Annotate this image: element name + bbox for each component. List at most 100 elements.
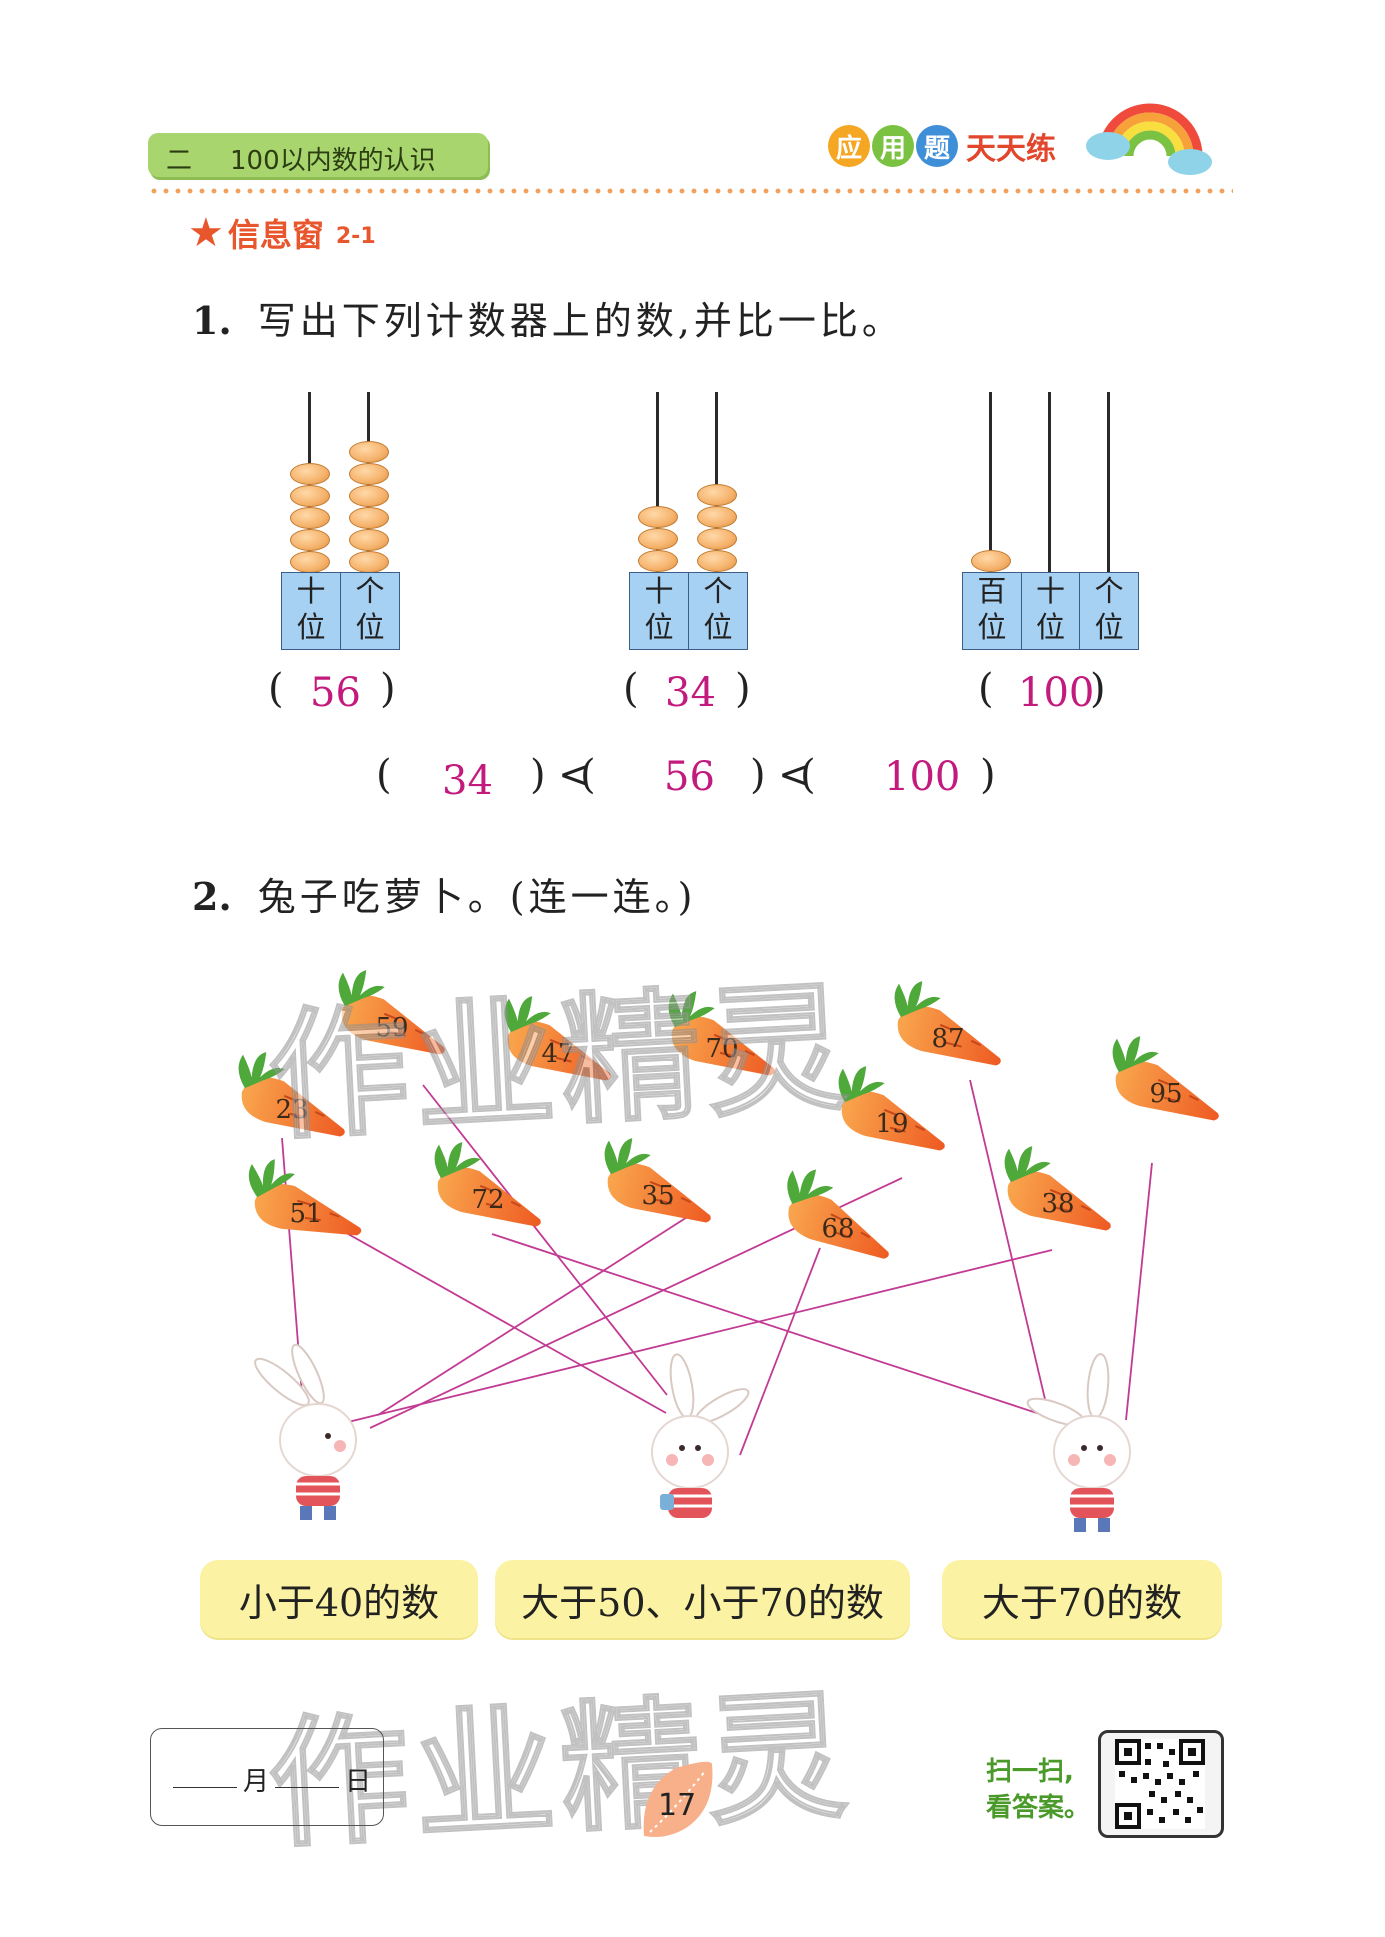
scan-hint-line2: 看答案。 [986,1793,1091,1823]
chapter-title: 100以内数的认识 [230,146,436,176]
svg-text:95: 95 [1149,1079,1182,1109]
match-line [301,1207,667,1414]
qr-code-icon [1115,1739,1205,1829]
place-label: 十位 [282,573,341,649]
star-icon: ★ [188,210,224,256]
scan-hint-line1: 扫一扫, [986,1757,1074,1787]
rabbit-icon [651,1353,750,1518]
carrot-51[interactable]: 51 [240,1154,371,1241]
carrot-95[interactable]: 95 [1099,1029,1235,1127]
month-blank[interactable] [173,1787,237,1788]
answer-value: 100 [884,754,961,800]
bead [697,528,737,550]
brand-badge: 用 [872,125,914,167]
bead-stack [290,442,330,573]
group-label-50-70: 大于50、小于70的数 [495,1560,910,1638]
group-label-lt40: 小于40的数 [200,1560,478,1638]
bead [349,441,389,463]
answer-value: 56 [664,754,715,800]
carrot-68[interactable]: 68 [771,1161,908,1265]
svg-text:35: 35 [641,1181,674,1211]
abacus-rod [715,392,718,572]
answer-value: 34 [665,670,716,716]
carrot-19[interactable]: 19 [825,1059,961,1157]
section-code: 2-1 [335,223,376,249]
question-1: 1. 写出下列计数器上的数,并比一比。 [192,290,904,345]
carrot-47[interactable]: 47 [491,989,627,1087]
chapter-number: 二 [166,146,193,176]
question-2: 2. 兔子吃萝卜。(连一连。) [192,866,696,921]
carrot-87[interactable]: 87 [881,974,1017,1072]
bead [638,550,678,572]
bead [638,528,678,550]
answer-blank: ( 56 ) [268,666,396,716]
rabbit-icon [254,1343,357,1520]
abacus: 十位 个位 [629,392,748,650]
chapter-tab: 二 100以内数的认识 [148,133,488,177]
match-line [969,1079,1049,1413]
place-label: 百位 [963,573,1022,649]
comparison-row: ( 34 ) < ( 56 ) < ( 100 ) [376,752,996,804]
qr-code-frame[interactable] [1098,1730,1224,1838]
page-number: 17 [658,1788,697,1823]
day-blank[interactable] [275,1787,339,1788]
brand-text: 天天练 [966,132,1056,167]
match-line [739,1247,821,1456]
bead-stack [971,550,1011,572]
carrot-72[interactable]: 72 [421,1135,557,1233]
watermark: 作业精灵 [264,966,858,1161]
bead [638,506,678,528]
day-label: 日 [345,1767,372,1797]
bead [290,463,330,485]
rainbow-cloud-icon [1086,103,1212,175]
less-than-sign: < [778,752,812,798]
bead [349,507,389,529]
svg-text:72: 72 [471,1185,504,1215]
answer-blank: ( 34 ) [623,666,751,716]
svg-text:59: 59 [375,1013,408,1043]
carrot-38[interactable]: 38 [991,1139,1127,1237]
scan-hint: 扫一扫, 看答案。 [986,1754,1090,1826]
question-number: 2. [192,874,232,919]
carrot-59[interactable]: 59 [325,963,461,1061]
svg-text:70: 70 [705,1034,738,1064]
carrot-35[interactable]: 35 [591,1131,727,1229]
bead [697,484,737,506]
abacus-base: 百位 十位 个位 [962,572,1139,650]
carrot-23[interactable]: 23 [225,1045,361,1143]
group-label-gt70: 大于70的数 [942,1560,1222,1638]
match-line [1125,1162,1153,1421]
svg-text:87: 87 [931,1024,964,1054]
svg-text:38: 38 [1041,1189,1074,1219]
section-heading: ★ 信息窗 2-1 [188,210,376,256]
abacus-base: 十位 个位 [629,572,748,650]
abacus-base: 十位 个位 [281,572,400,650]
svg-text:19: 19 [875,1109,908,1139]
abacus-rod [1048,392,1051,572]
svg-text:47: 47 [541,1039,574,1069]
bead-stack [697,484,737,572]
bead [971,550,1011,572]
abacus: 十位 个位 [281,392,400,650]
brand-logo: 应 用 题 天天练 [828,124,1056,168]
svg-text:51: 51 [289,1199,322,1229]
place-label: 十位 [1022,573,1081,649]
answer-value: 34 [442,758,493,804]
match-line [491,1233,1053,1419]
abacus-rod [1107,392,1110,572]
question-prompt: 兔子吃萝卜。(连一连。) [257,875,697,919]
match-line [339,1249,1053,1425]
bead [290,507,330,529]
bead [349,485,389,507]
bead [290,529,330,551]
answer-blank: ( 100 ) [978,666,1106,716]
place-label: 十位 [630,573,689,649]
place-label: 个位 [1094,574,1124,644]
month-label: 月 [243,1767,270,1797]
match-line [422,1084,668,1396]
section-title: 信息窗 [227,216,324,254]
carrot-70[interactable]: 70 [655,984,791,1082]
svg-text:23: 23 [275,1095,308,1125]
bead-stack [349,441,389,573]
